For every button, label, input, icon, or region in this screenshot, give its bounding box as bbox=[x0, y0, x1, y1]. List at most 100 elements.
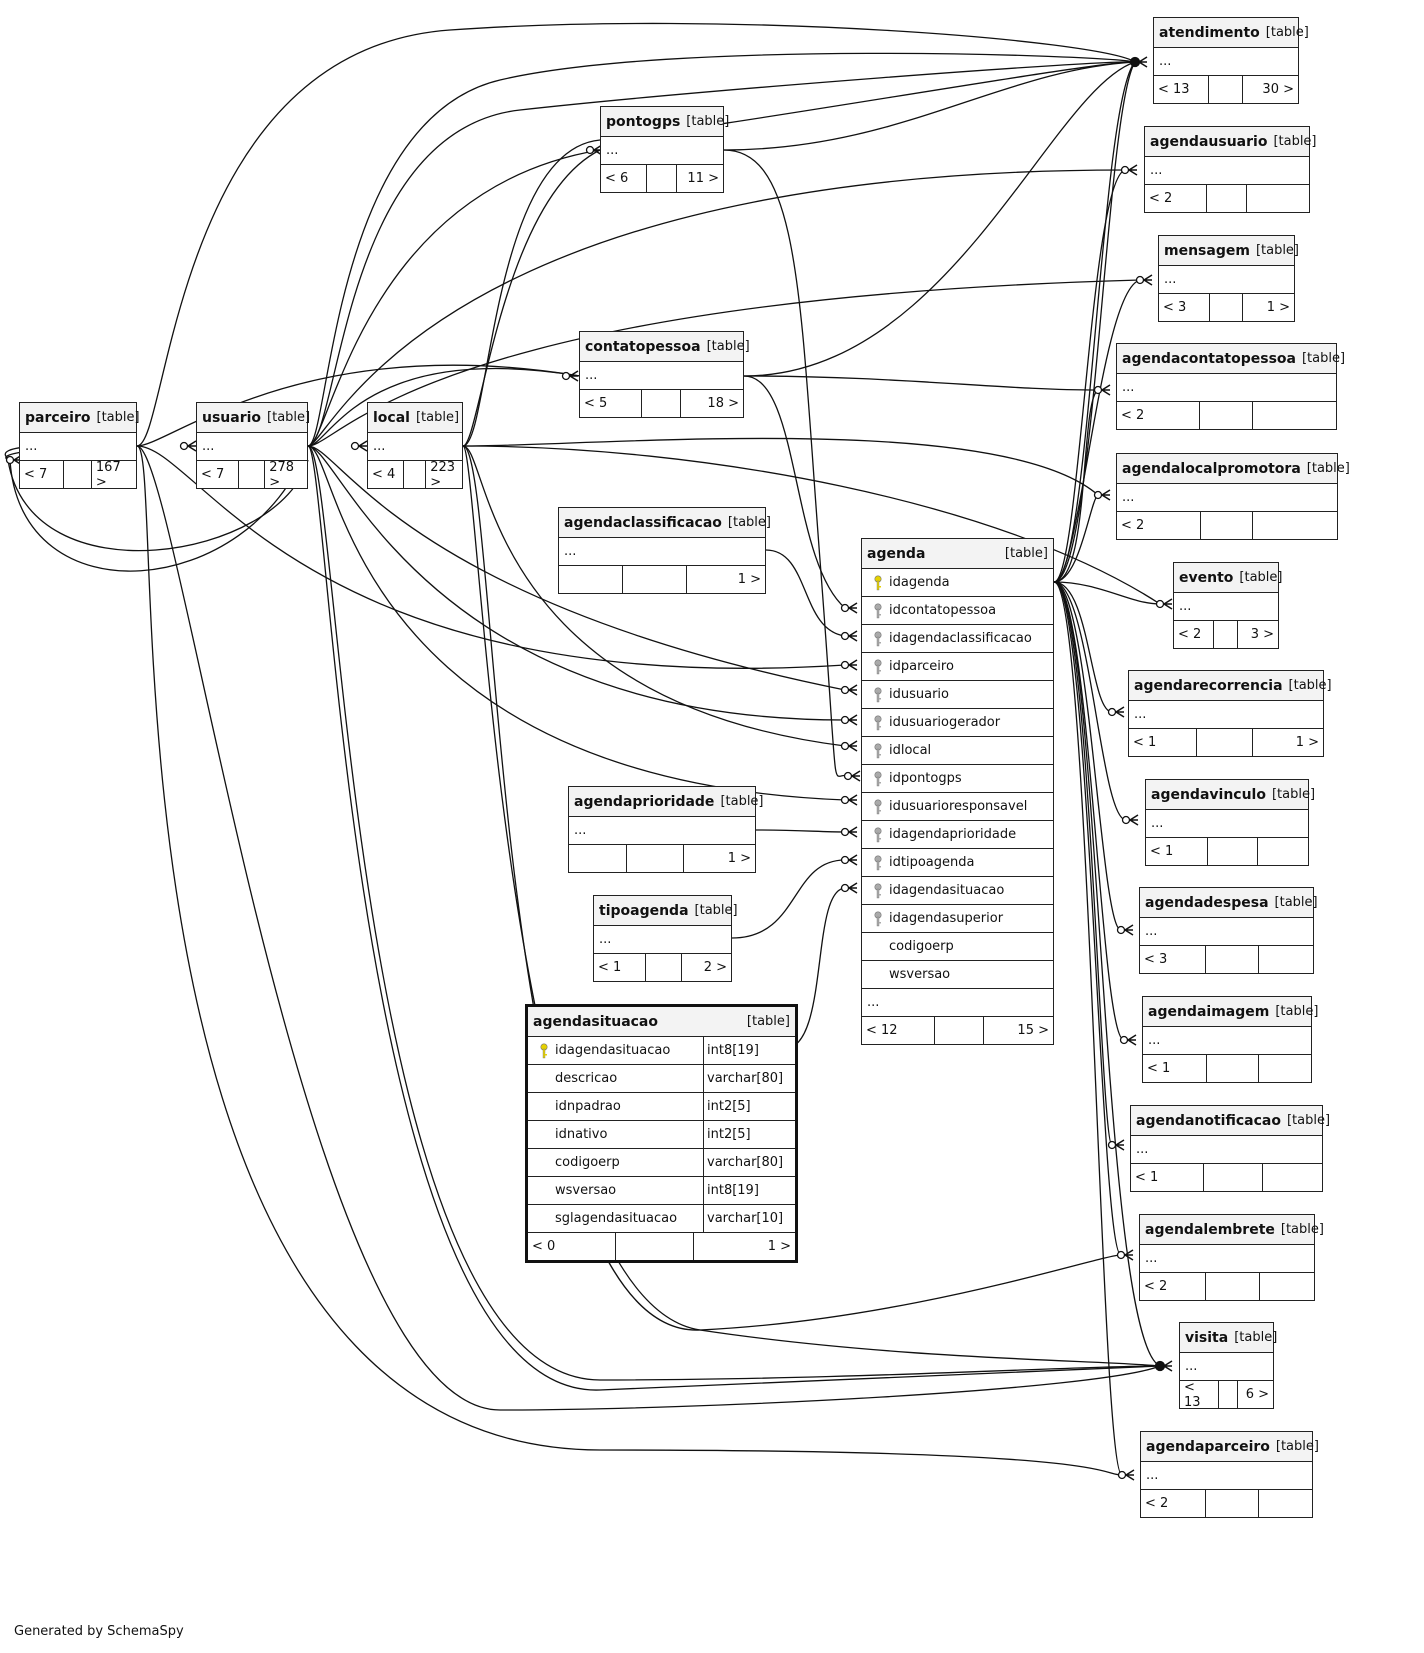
foreign-key-icon bbox=[867, 742, 889, 759]
table-name: agenda bbox=[867, 545, 926, 562]
children-count bbox=[1259, 1055, 1311, 1082]
column-row: idusuario bbox=[862, 681, 1053, 709]
crows-foot-icon bbox=[1154, 1360, 1173, 1372]
table-body: ... bbox=[197, 433, 307, 461]
relationship-line bbox=[462, 445, 1161, 605]
relationship-line bbox=[307, 445, 846, 801]
relationship-line bbox=[136, 22, 1136, 447]
table-name: agendalocalpromotora bbox=[1122, 460, 1301, 477]
table-agendaparceiro[interactable]: agendaparceiro[table] ... < 2 bbox=[1140, 1431, 1319, 1518]
children-count bbox=[1247, 185, 1309, 212]
table-tag: [table] bbox=[1255, 243, 1300, 258]
parents-count: < 7 bbox=[197, 461, 239, 488]
parents-count: < 2 bbox=[1174, 621, 1214, 648]
table-agendavinculo[interactable]: agendavinculo[table] ... < 1 bbox=[1145, 779, 1315, 866]
children-count bbox=[1253, 402, 1336, 429]
column-name: idusuario bbox=[889, 687, 949, 702]
foreign-key-icon bbox=[867, 826, 889, 843]
footer-spacer bbox=[1204, 1164, 1263, 1191]
column-type: varchar[80] bbox=[703, 1149, 795, 1176]
relationship-line bbox=[755, 829, 846, 833]
children-count bbox=[1253, 512, 1337, 539]
relationship-line bbox=[462, 445, 1122, 1331]
crows-foot-icon bbox=[840, 794, 858, 806]
table-name: tipoagenda bbox=[599, 902, 689, 919]
table-agendaimagem[interactable]: agendaimagem[table] ... < 1 bbox=[1142, 996, 1318, 1083]
primary-key-icon bbox=[533, 1042, 555, 1059]
table-body: ... bbox=[594, 926, 731, 954]
table-body: ... bbox=[569, 817, 755, 845]
crows-foot-icon bbox=[840, 659, 858, 671]
table-tag: [table] bbox=[727, 515, 771, 530]
crows-foot-icon bbox=[1107, 1139, 1125, 1151]
relationship-line bbox=[1053, 169, 1126, 583]
relationship-line bbox=[462, 149, 601, 447]
parents-count bbox=[559, 566, 623, 593]
column-name: idpontogps bbox=[889, 771, 962, 786]
table-name: agendaimagem bbox=[1148, 1003, 1270, 1020]
parents-count: < 1 bbox=[1129, 729, 1197, 756]
table-agendausuario[interactable]: agendausuario[table] ... < 2 bbox=[1144, 126, 1317, 213]
children-count: 223 > bbox=[430, 459, 456, 490]
column-row: idlocal bbox=[862, 737, 1053, 765]
column-row: wsversao bbox=[862, 961, 1053, 989]
table-tag: [table] bbox=[1004, 546, 1048, 561]
column-name: idagenda bbox=[889, 575, 950, 590]
table-body: ... bbox=[1129, 701, 1323, 729]
footer-spacer bbox=[647, 165, 677, 192]
table-body: ... bbox=[559, 538, 765, 566]
crows-foot-icon bbox=[1120, 164, 1138, 176]
crows-foot-icon bbox=[840, 826, 858, 838]
column-name: wsversao bbox=[555, 1183, 617, 1198]
table-name: agendaclassificacao bbox=[564, 514, 722, 531]
relationship-line bbox=[1053, 581, 1127, 821]
crows-foot-icon bbox=[561, 370, 579, 382]
table-agendanotificacao[interactable]: agendanotificacao[table] ... < 1 bbox=[1130, 1105, 1330, 1192]
table-body: ... bbox=[1154, 48, 1298, 76]
foreign-key-icon bbox=[867, 798, 889, 815]
relationship-line bbox=[1053, 581, 1113, 713]
relationship-line bbox=[307, 279, 1141, 447]
table-agendadespesa[interactable]: agendadespesa[table] ... < 3 bbox=[1139, 887, 1318, 974]
table-agendaprioridade[interactable]: agendaprioridade[table] ... 1 > bbox=[568, 786, 764, 873]
table-name: agendadespesa bbox=[1145, 894, 1269, 911]
column-row: idagendaprioridade bbox=[862, 821, 1053, 849]
table-agendalembrete[interactable]: agendalembrete[table] ... < 2 bbox=[1139, 1214, 1324, 1301]
table-tag: [table] bbox=[1275, 1439, 1319, 1454]
table-body: ... bbox=[1141, 1462, 1312, 1490]
generator-note: Generated by SchemaSpy bbox=[14, 1624, 184, 1639]
children-count bbox=[1263, 1164, 1322, 1191]
table-agendacontatopessoa[interactable]: agendacontatopessoa[table] ... < 2 bbox=[1116, 343, 1345, 430]
parents-count: < 1 bbox=[1146, 838, 1208, 865]
table-agendalocalpromotora[interactable]: agendalocalpromotora[table] ... < 2 bbox=[1116, 453, 1350, 540]
table-tag: [table] bbox=[96, 410, 140, 425]
crows-foot-icon bbox=[840, 602, 858, 614]
footer-spacer bbox=[404, 461, 427, 488]
table-agendaclassificacao[interactable]: agendaclassificacao[table] ... 1 > bbox=[558, 507, 771, 594]
column-type: varchar[80] bbox=[703, 1065, 795, 1092]
column-row: idagendasituacao bbox=[862, 877, 1053, 905]
column-row: codigoerp bbox=[862, 933, 1053, 961]
primary-key-icon bbox=[867, 574, 889, 591]
column-name: idagendaclassificacao bbox=[889, 631, 1032, 646]
table-tag: [table] bbox=[1234, 1330, 1278, 1345]
column-name: idlocal bbox=[889, 743, 932, 758]
table-body: ... bbox=[1140, 1245, 1314, 1273]
table-tag: [table] bbox=[1275, 1004, 1319, 1019]
relationship-line bbox=[743, 61, 1136, 377]
column-row: idpontogps bbox=[862, 765, 1053, 793]
